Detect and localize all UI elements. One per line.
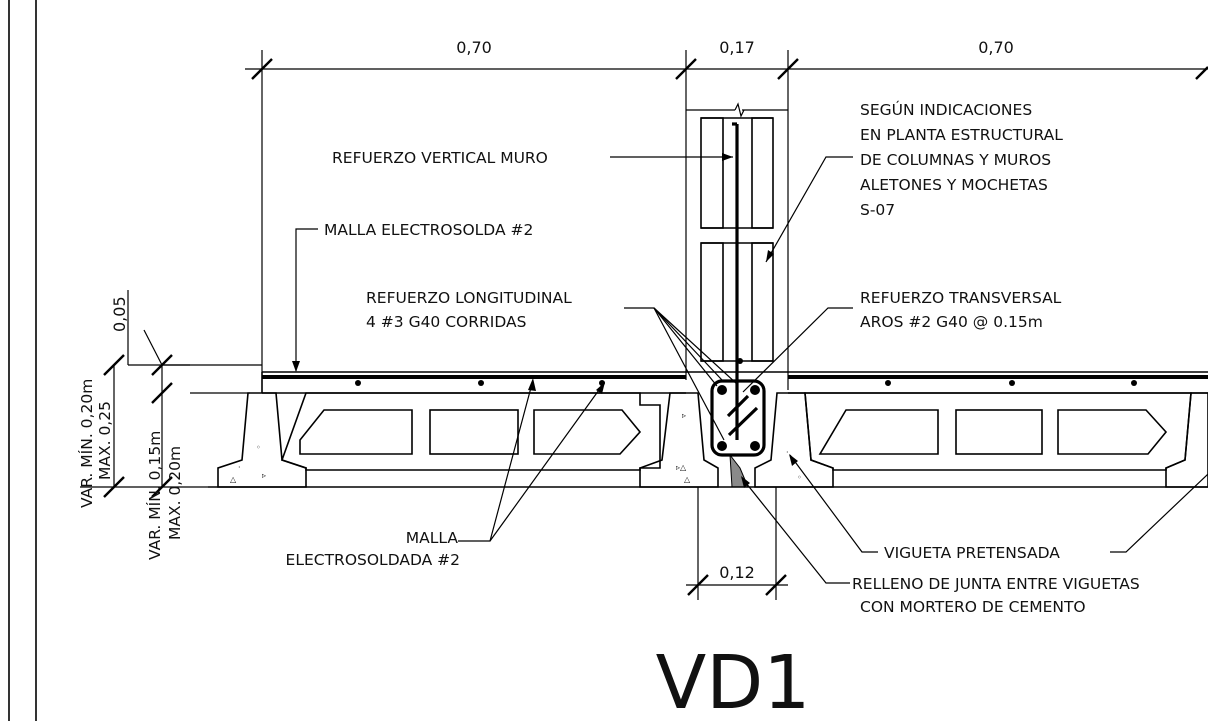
label-relleno-2: CON MORTERO DE CEMENTO <box>860 598 1086 616</box>
svg-text:△: △ <box>684 475 691 484</box>
svg-text:·: · <box>786 448 789 457</box>
top-dimension-lines <box>245 50 1208 390</box>
dim-var2-b: MAX. 0,20m <box>166 446 184 540</box>
detail-title: VD1 <box>656 640 811 721</box>
label-long-2: 4 #3 G40 CORRIDAS <box>366 313 526 331</box>
dim-topping: 0,05 <box>110 296 129 332</box>
svg-text:◦: ◦ <box>256 443 261 452</box>
label-segun-4: ALETONES Y MOCHETAS <box>860 176 1048 194</box>
label-relleno-1: RELLENO DE JUNTA ENTRE VIGUETAS <box>852 575 1140 593</box>
left-vertical-dimensions <box>103 290 190 498</box>
label-segun-5: S-07 <box>860 201 895 219</box>
joint-width-dimension <box>686 487 788 600</box>
sheet-frame <box>8 0 37 721</box>
vertical-rebar <box>732 122 743 440</box>
svg-text:▹: ▹ <box>262 471 266 480</box>
topping-bars <box>355 380 1137 386</box>
dim-right: 0,70 <box>978 38 1014 57</box>
dim-left: 0,70 <box>456 38 492 57</box>
label-segun-1: SEGÚN INDICACIONES <box>860 100 1032 119</box>
label-segun-2: EN PLANTA ESTRUCTURAL <box>860 126 1063 144</box>
hollow-block-left <box>280 392 661 471</box>
dim-var2-a: VAR. MÍN. 0,15m <box>145 431 164 560</box>
label-malla-top: MALLA ELECTROSOLDA #2 <box>324 221 533 239</box>
label-malla-bot-2: ELECTROSOLDADA #2 <box>286 551 460 569</box>
label-vigueta: VIGUETA PRETENSADA <box>884 544 1060 562</box>
svg-text:·: · <box>238 463 241 472</box>
hollow-block-right <box>804 392 1192 471</box>
label-malla-bot-1: MALLA <box>406 529 459 547</box>
label-long-1: REFUERZO LONGITUDINAL <box>366 289 572 307</box>
label-segun-3: DE COLUMNAS Y MUROS <box>860 151 1051 169</box>
svg-text:▹△: ▹△ <box>676 463 687 472</box>
dim-var1-b: MAX. 0,25 <box>96 401 114 480</box>
dim-wall: 0,17 <box>719 38 755 57</box>
label-trans-2: AROS #2 G40 @ 0.15m <box>860 313 1043 331</box>
svg-text:▹: ▹ <box>682 411 686 420</box>
vigueta-left: · ◦ ▹ △ <box>217 392 307 488</box>
dim-var1-a: VAR. MÍN. 0,20m <box>77 379 96 508</box>
svg-text:△: △ <box>230 475 237 484</box>
dim-joint: 0,12 <box>719 563 755 582</box>
vigueta-center-right: · ◦ <box>754 392 834 488</box>
label-trans-1: REFUERZO TRANSVERSAL <box>860 289 1062 307</box>
svg-text:◦: ◦ <box>797 473 802 482</box>
slab-topping <box>128 364 1208 394</box>
leader-lines <box>292 153 1208 584</box>
label-refuerzo-vertical: REFUERZO VERTICAL MURO <box>332 149 548 167</box>
